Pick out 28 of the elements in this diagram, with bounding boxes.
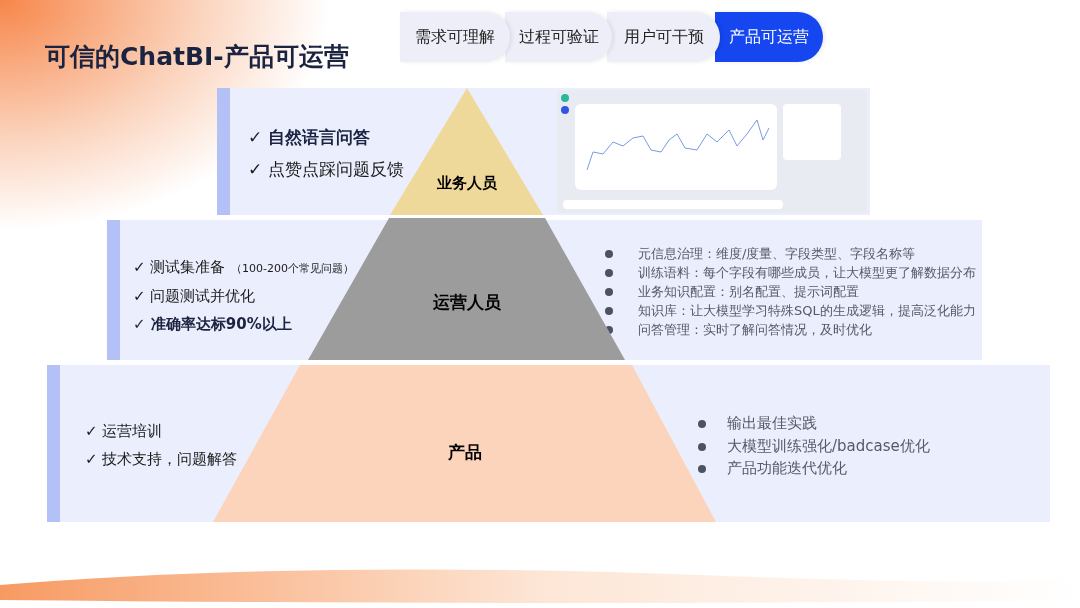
bullet-text: 问答管理：实时了解问答情况，及时优化 <box>638 320 872 339</box>
checklist-item: ✓ 点赞点踩问题反馈 <box>248 158 404 182</box>
tab: 用户可干预 <box>607 12 720 62</box>
pyramid-label: 产品 <box>448 440 482 464</box>
bullet-text: 输出最佳实践 <box>727 413 817 433</box>
bullet-text: 训练语料：每个字段有哪些成员，让大模型更了解数据分布 <box>638 263 976 282</box>
checklist-item: ✓ 技术支持，问题解答 <box>85 449 238 469</box>
note-text: （100-200个常见问题） <box>231 261 354 277</box>
bullet-text: 业务知识配置：别名配置、提示词配置 <box>638 282 859 301</box>
band-panel <box>107 220 982 360</box>
tab: 需求可理解 <box>400 12 510 62</box>
checklist-item: ✓ 问题测试并优化 <box>133 286 256 306</box>
bullet-text: 知识库：让大模型学习特殊SQL的生成逻辑，提高泛化能力 <box>638 301 976 320</box>
slide-title: 可信的ChatBI-产品可运营 <box>45 41 349 73</box>
band-panel <box>47 365 1050 522</box>
tab: 过程可验证 <box>505 12 612 62</box>
bullet-text: 产品功能迭代优化 <box>727 458 847 478</box>
checklist-item: ✓ 运营培训 <box>85 421 163 441</box>
bullet-text: 元信息治理：维度/度量、字段类型、字段名称等 <box>638 244 916 263</box>
tab: 产品可运营 <box>715 12 823 62</box>
pyramid-label: 业务人员 <box>437 173 497 193</box>
checklist-item: ✓ 自然语言问答 <box>248 126 371 150</box>
pyramid-label: 运营人员 <box>433 290 501 314</box>
screenshot-picture <box>557 90 867 213</box>
checklist-item: ✓ 测试集准备 <box>133 257 226 277</box>
checklist-item: ✓ 准确率达标90%以上 <box>133 314 292 334</box>
bullet-text: 大模型训练强化/badcase优化 <box>727 436 930 456</box>
band-panel <box>217 88 870 215</box>
